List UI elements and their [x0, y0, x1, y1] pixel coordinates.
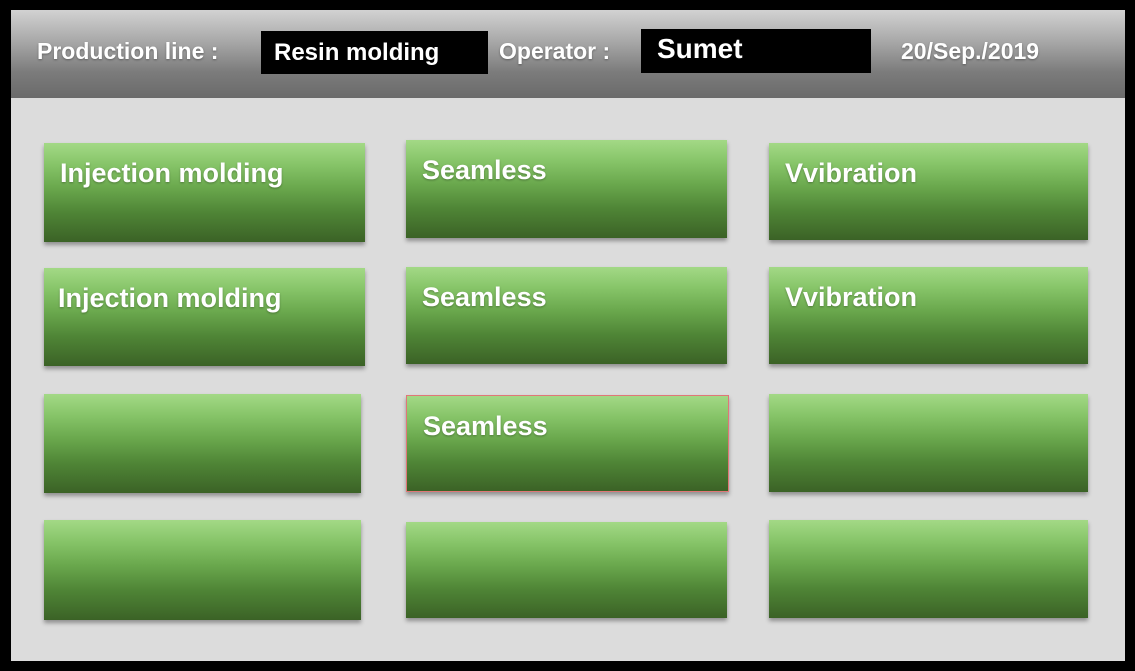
- process-button-label: Injection molding: [58, 283, 282, 313]
- production-line-label: Production line :: [37, 38, 219, 64]
- process-button-label: Vvibration: [785, 282, 918, 312]
- process-button-empty[interactable]: [406, 522, 727, 618]
- process-button-seamless[interactable]: Seamless: [406, 140, 727, 238]
- production-line-field[interactable]: Resin molding: [261, 31, 488, 74]
- process-button-vibration[interactable]: Vvibration: [769, 267, 1088, 364]
- process-button-label: Seamless: [423, 411, 548, 441]
- header-bar: Production line : Resin molding Operator…: [11, 10, 1125, 98]
- process-button-seamless-selected[interactable]: Seamless: [406, 395, 729, 492]
- operator-label: Operator :: [499, 38, 611, 64]
- operator-field[interactable]: Sumet: [641, 29, 871, 73]
- process-button-label: Injection molding: [60, 158, 284, 188]
- process-button-injection-molding[interactable]: Injection molding: [44, 143, 365, 242]
- process-button-empty[interactable]: [769, 394, 1088, 492]
- process-button-empty[interactable]: [44, 520, 361, 620]
- process-button-label: Seamless: [422, 155, 547, 185]
- process-button-empty[interactable]: [44, 394, 361, 493]
- process-button-label: Vvibration: [785, 158, 918, 188]
- date-display: 20/Sep./2019: [901, 38, 1040, 64]
- process-button-seamless[interactable]: Seamless: [406, 267, 727, 364]
- hmi-screen: Production line : Resin molding Operator…: [11, 10, 1125, 661]
- process-button-injection-molding[interactable]: Injection molding: [44, 268, 365, 366]
- process-button-label: Seamless: [422, 282, 547, 312]
- process-button-empty[interactable]: [769, 520, 1088, 618]
- process-button-vibration[interactable]: Vvibration: [769, 143, 1088, 240]
